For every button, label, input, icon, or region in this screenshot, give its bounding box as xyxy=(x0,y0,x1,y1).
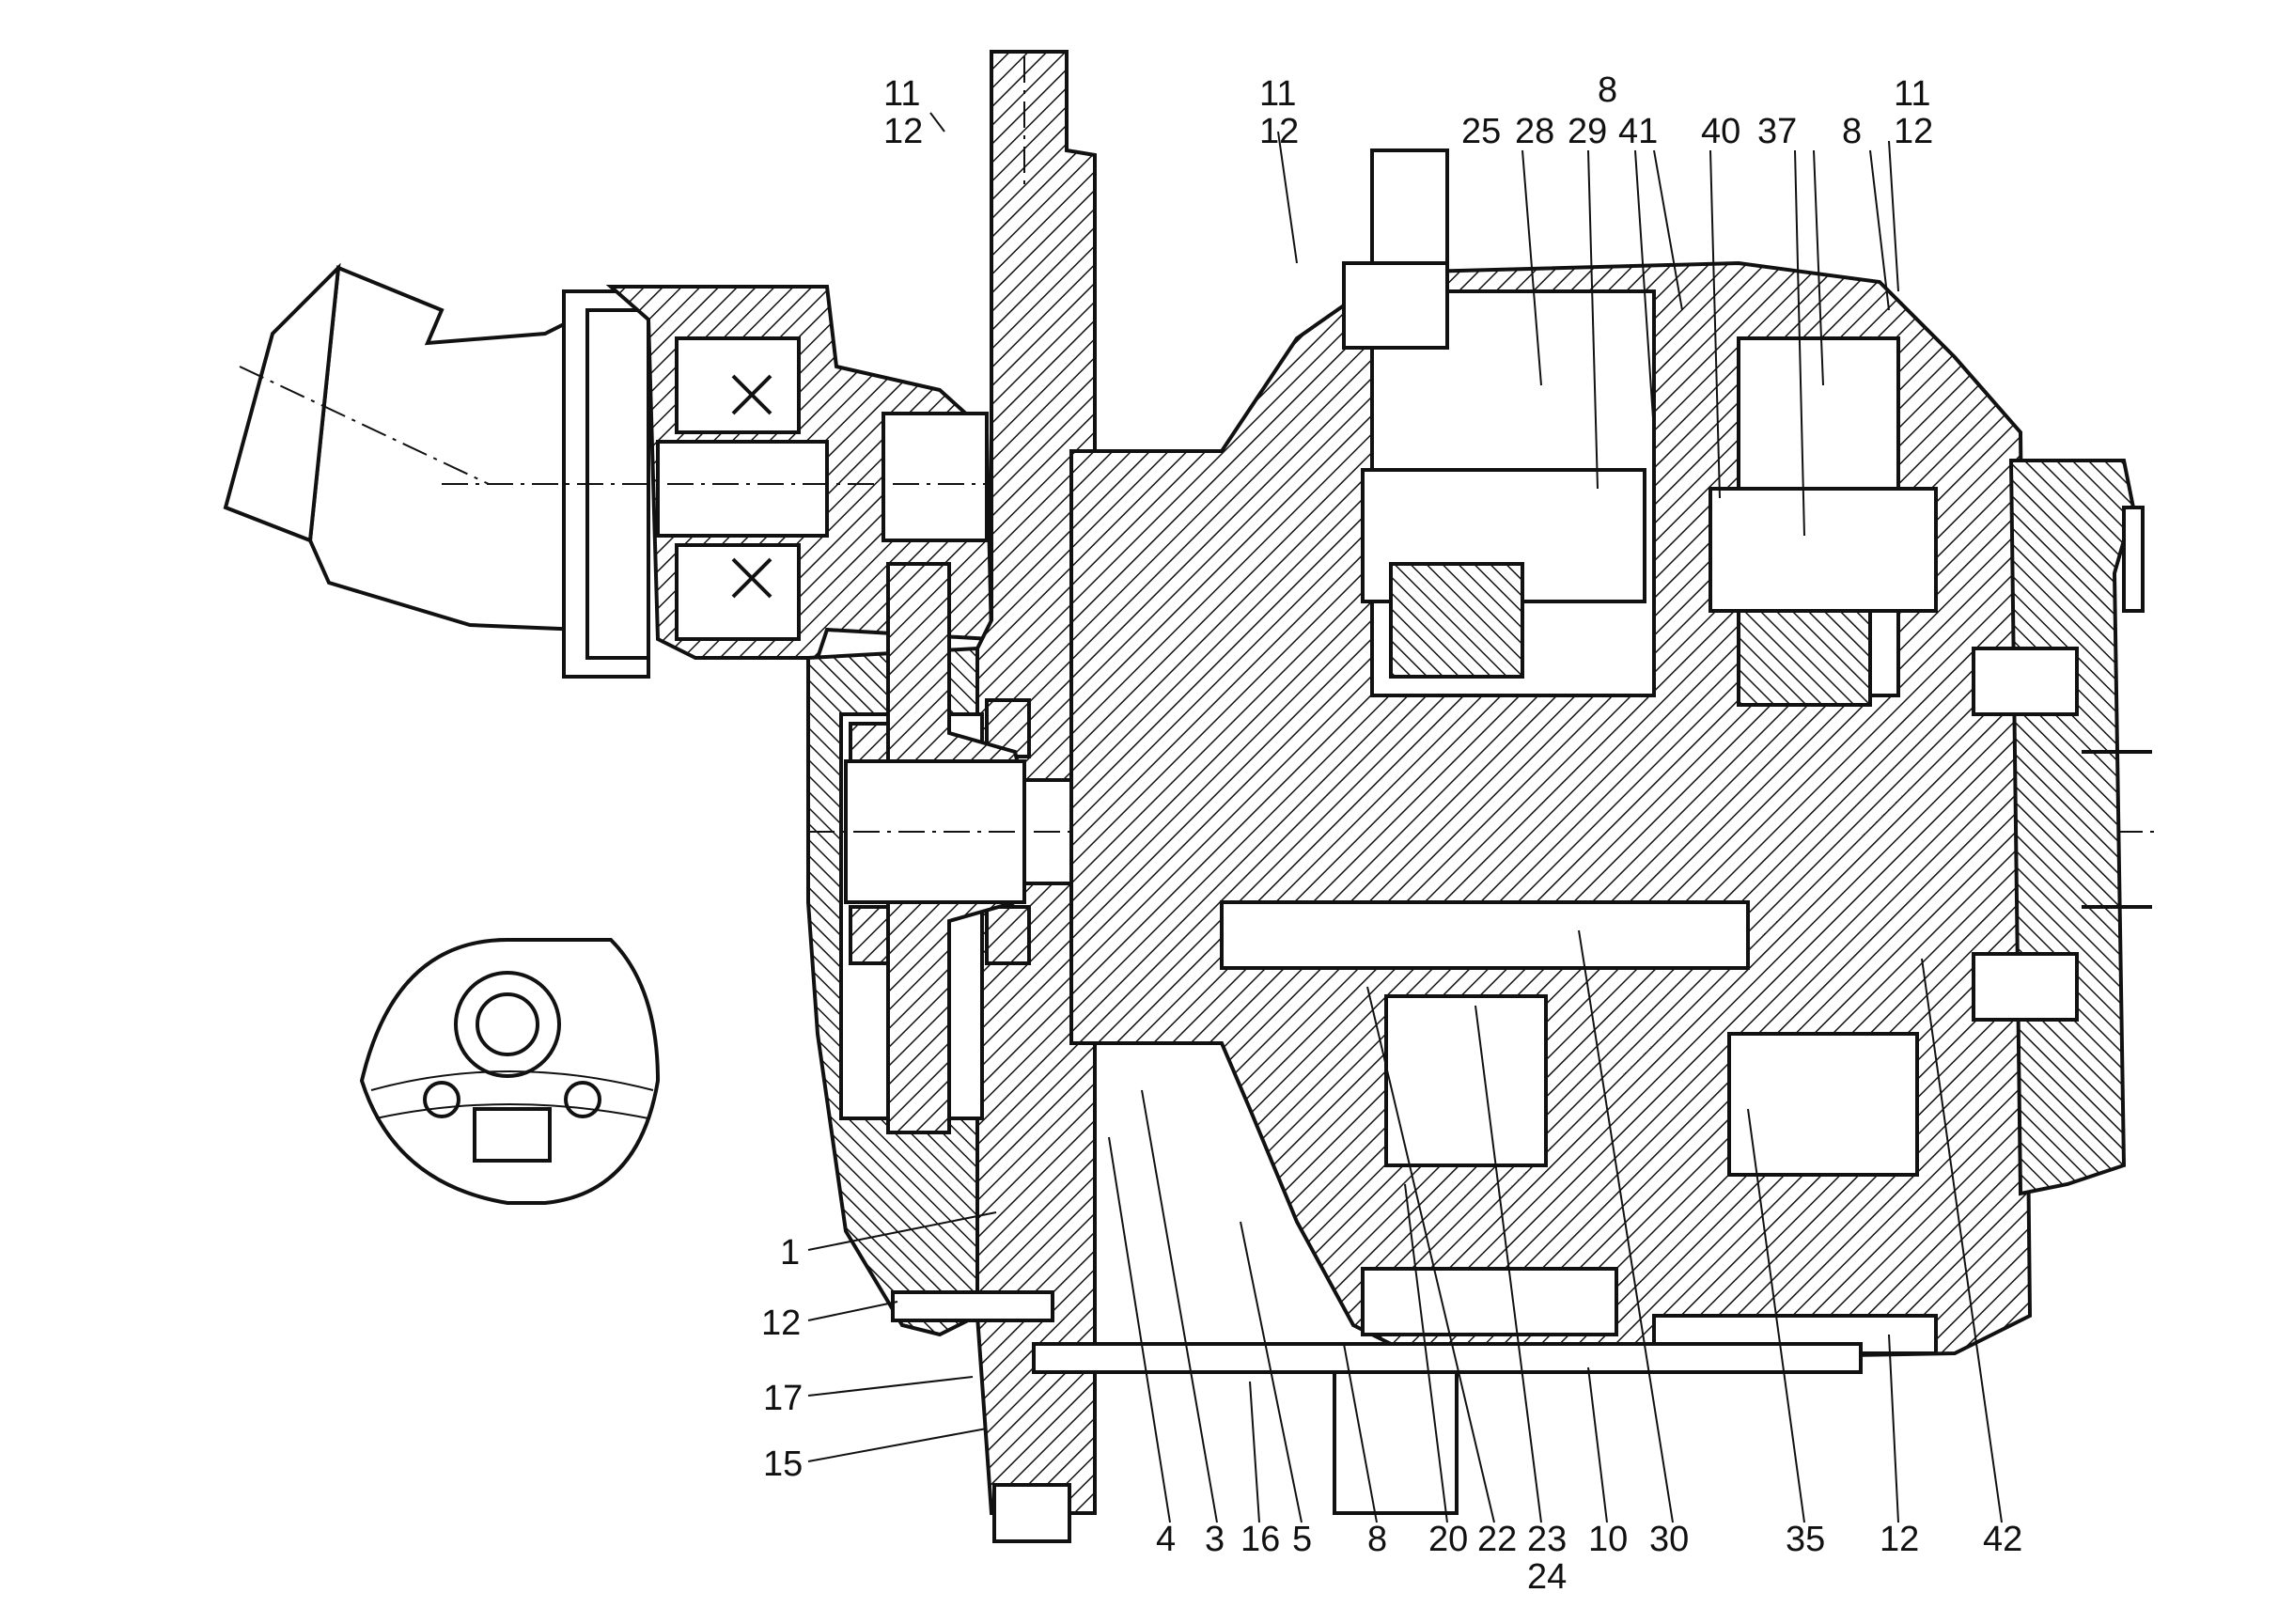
callout-11-b: 11 xyxy=(1259,74,1296,114)
callout-5: 5 xyxy=(1292,1520,1312,1559)
callout-17: 17 xyxy=(763,1379,803,1418)
detail-inset xyxy=(359,938,661,1205)
callout-28: 28 xyxy=(1515,112,1554,151)
callout-8-c: 8 xyxy=(1367,1520,1387,1559)
callout-22: 22 xyxy=(1477,1520,1517,1559)
callout-8-a: 8 xyxy=(1598,70,1617,110)
callout-12-b: 12 xyxy=(1259,112,1299,151)
callout-16: 16 xyxy=(1240,1520,1280,1559)
callout-25: 25 xyxy=(1461,112,1501,151)
callout-12-c: 12 xyxy=(1894,112,1933,151)
callout-12-e: 12 xyxy=(1880,1520,1919,1559)
callout-24: 24 xyxy=(1527,1557,1567,1597)
callout-3: 3 xyxy=(1205,1520,1225,1559)
callout-10: 10 xyxy=(1588,1520,1628,1559)
hydraulic-motor xyxy=(223,262,585,632)
callout-11-a: 11 xyxy=(883,74,920,114)
callout-30: 30 xyxy=(1649,1520,1689,1559)
output-flange xyxy=(1972,459,2152,1196)
callout-12-d: 12 xyxy=(761,1304,801,1343)
callout-1: 1 xyxy=(780,1233,800,1273)
bottom-fixings xyxy=(891,148,1863,1515)
planetary-housing xyxy=(1069,260,2033,1366)
callout-20: 20 xyxy=(1428,1520,1468,1559)
callout-15: 15 xyxy=(763,1444,803,1484)
callout-35: 35 xyxy=(1786,1520,1825,1559)
callout-29: 29 xyxy=(1568,112,1607,151)
callout-37: 37 xyxy=(1757,112,1797,151)
leader-lines xyxy=(807,112,2003,1523)
callout-40: 40 xyxy=(1701,112,1740,151)
callout-4: 4 xyxy=(1156,1520,1176,1559)
callout-23: 23 xyxy=(1527,1520,1567,1559)
callout-41: 41 xyxy=(1618,112,1658,151)
callout-11-c: 11 xyxy=(1894,74,1930,114)
callout-8-b: 8 xyxy=(1842,112,1862,151)
callout-42: 42 xyxy=(1983,1520,2022,1559)
callout-12-a: 12 xyxy=(883,112,923,151)
callout-labels: 11 12 11 12 25 28 29 8 41 40 37 8 11 12 … xyxy=(761,70,2022,1597)
